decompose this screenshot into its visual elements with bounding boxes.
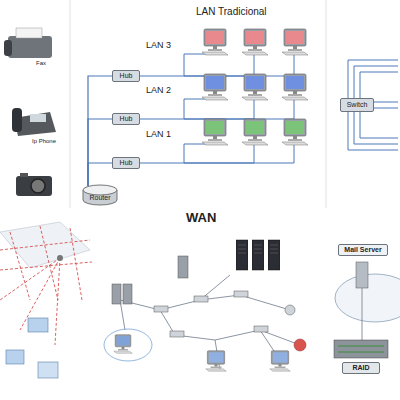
lan-wiring [140, 54, 294, 163]
lan-label: LAN 2 [146, 85, 171, 95]
lan-label: LAN 3 [146, 40, 171, 50]
panel-divider [326, 0, 327, 208]
link [362, 288, 363, 340]
drive-bay [338, 346, 384, 347]
device-label: Ip Phone [32, 138, 56, 144]
server [112, 284, 121, 304]
cable [348, 60, 398, 98]
wireless-zone [104, 329, 152, 361]
computer [282, 74, 308, 100]
data-center-rack [236, 240, 248, 270]
dome-camera [57, 255, 63, 261]
hub-box: Hub [112, 157, 140, 169]
phone-display [30, 114, 46, 122]
lan2-cables [140, 99, 294, 119]
connectors [88, 76, 112, 186]
lan1-computers [202, 119, 308, 145]
computer [202, 74, 228, 100]
node-text: Mail Server [344, 246, 381, 254]
computer [202, 119, 228, 145]
surveillance-area [0, 222, 92, 378]
computer [242, 29, 268, 55]
node-text: Hub [120, 159, 133, 167]
data-center-rack [268, 240, 280, 270]
router-device [285, 305, 295, 315]
coverage-grid [0, 226, 92, 300]
fax-handset [4, 40, 12, 56]
panel-heading: WAN [186, 210, 216, 225]
panel-heading: LAN Tradicional [196, 6, 267, 17]
switch-box: Switch [340, 98, 374, 112]
network-cable [88, 76, 112, 186]
switch-device [154, 306, 168, 312]
router-top [83, 185, 117, 195]
computer [282, 29, 308, 55]
camera-rays [0, 258, 60, 345]
network-cable [88, 119, 112, 186]
device-label: Fax [36, 60, 46, 66]
panel-divider [70, 0, 71, 208]
guard-house [38, 362, 58, 378]
router-cylinder: Router [82, 184, 118, 206]
node-text: Hub [120, 115, 133, 123]
data-center-rack [252, 240, 264, 270]
wan-network [104, 240, 306, 371]
raid-array [334, 340, 388, 358]
switch-device [170, 331, 184, 337]
lan3-computers [202, 29, 308, 55]
building-block [28, 318, 48, 332]
node-text: RAID [352, 364, 369, 372]
phone-handset [12, 108, 22, 132]
coverage-lines [0, 226, 92, 345]
firewall [294, 339, 306, 351]
lan3-cables [140, 54, 294, 76]
building-block [6, 350, 24, 364]
node-text: Switch [347, 101, 368, 109]
drive-bay [338, 352, 384, 353]
hub-box: Hub [112, 70, 140, 82]
desktop [206, 351, 226, 371]
mail-server-box: Mail Server [338, 244, 388, 256]
ip-phone [12, 108, 56, 136]
server [356, 262, 368, 288]
computer [242, 119, 268, 145]
hub-box: Hub [112, 113, 140, 125]
raid-box: RAID [342, 362, 380, 374]
switch-device [254, 326, 268, 332]
fax-body [8, 36, 52, 58]
network-cable [88, 163, 112, 186]
camera-body [16, 176, 52, 196]
fax-machine [4, 28, 52, 58]
switch-device [194, 296, 208, 302]
node-text: Router [89, 194, 110, 202]
mail-server-area [334, 262, 400, 358]
lan2-computers [202, 74, 308, 100]
server [123, 284, 132, 304]
lan1-cables [140, 144, 294, 163]
computer [202, 29, 228, 55]
switch-device [234, 291, 248, 297]
node-text: Hub [120, 72, 133, 80]
computer [242, 74, 268, 100]
lan-label: LAN 1 [146, 129, 171, 139]
camera-lens [31, 179, 45, 193]
cable [374, 102, 398, 108]
camera [16, 173, 52, 196]
server [178, 256, 188, 278]
computer [282, 119, 308, 145]
laptop [114, 335, 133, 354]
cable [348, 112, 398, 150]
fax-paper [16, 28, 42, 38]
camera-flash [20, 173, 28, 177]
desktop [270, 351, 290, 371]
